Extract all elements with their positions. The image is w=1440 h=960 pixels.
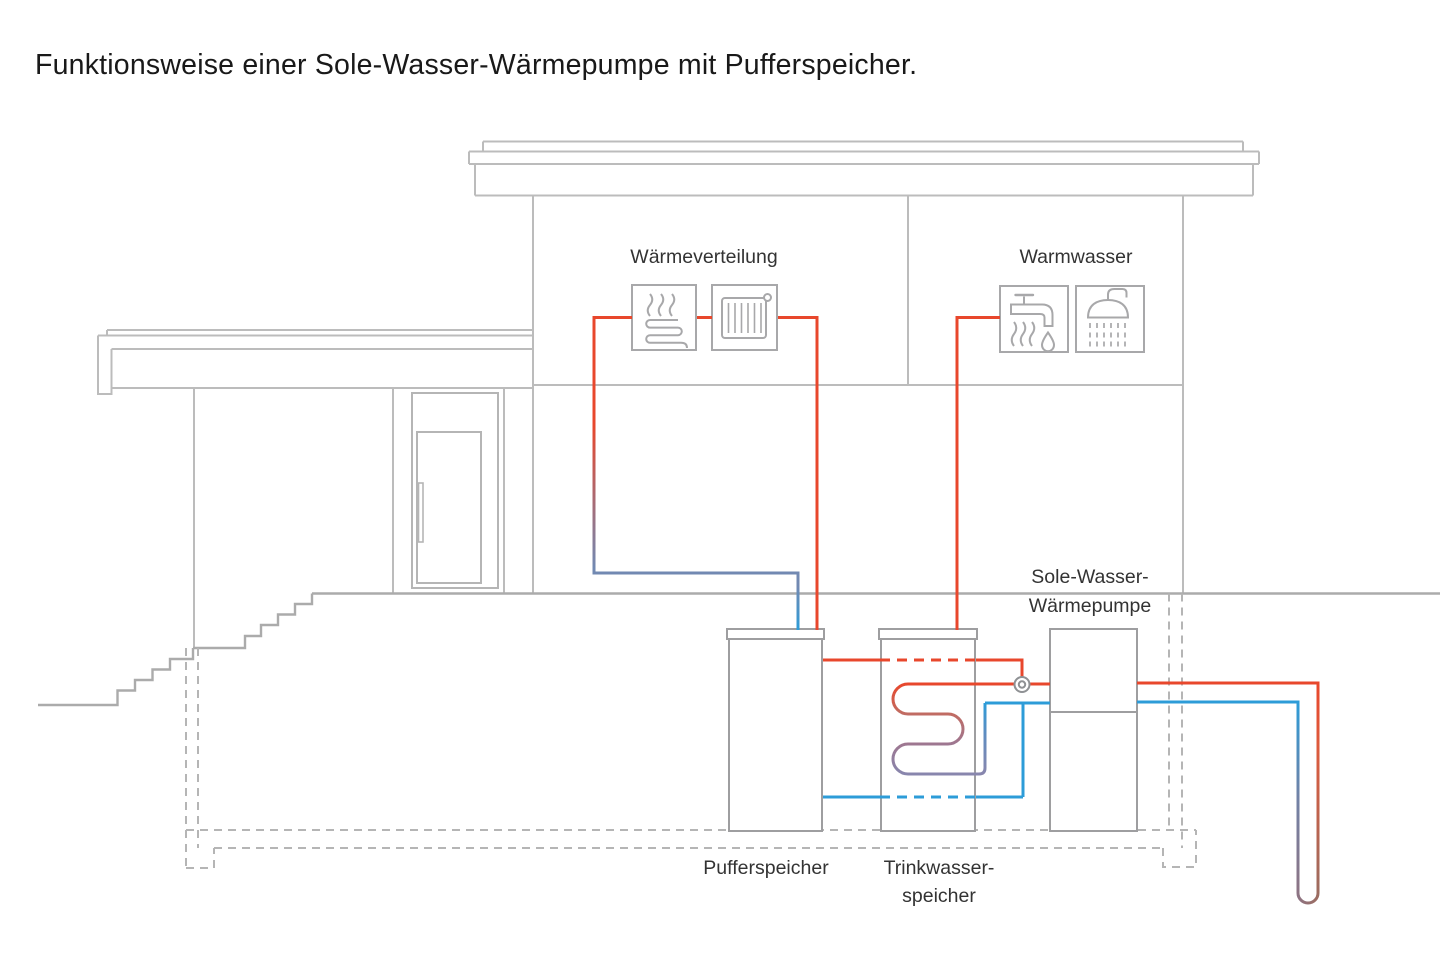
pipe-brine-ubend [1296, 892, 1320, 905]
consumer-icons [631, 284, 1145, 353]
drinking-water-tank [878, 628, 978, 832]
label-dhw-tank-line2: speicher [902, 885, 976, 907]
shower-icon [1075, 285, 1145, 353]
terrain-and-stairs [38, 592, 1440, 707]
label-dhw-tank-line1: Trinkwasser- [883, 857, 995, 879]
mixing-valve-icon [1013, 676, 1031, 693]
underground-boundary [185, 593, 1197, 869]
label-dhw-tank: Trinkwasser-speicher [884, 854, 995, 910]
upper-floor-walls [532, 195, 1184, 593]
pipe-brine-warm [1137, 681, 1320, 893]
pipe-heating-supply [778, 316, 819, 630]
ground-probe-loop [1137, 681, 1320, 905]
label-heat-pump-line2: Wärmepumpe [1028, 595, 1152, 617]
label-heat-pump: Sole-Wasser- Wärmepumpe [1029, 563, 1151, 621]
underfloor-heating-icon [631, 284, 697, 351]
left-wing-walls [193, 388, 505, 648]
water-drop [1040, 330, 1056, 353]
label-hot-water: Warmwasser [1019, 246, 1133, 268]
main-roof [468, 140, 1260, 197]
heat-pump-unit [1049, 628, 1138, 832]
pipes [592, 316, 1320, 905]
equipment [726, 628, 1138, 832]
left-wing-roof [97, 329, 533, 395]
pipe-dhw-coil [891, 682, 1050, 776]
pipe-heating-return [592, 316, 800, 630]
pipe-brine-cold [1137, 700, 1300, 893]
buffer-tank [726, 628, 825, 832]
house-outline [97, 140, 1260, 648]
entrance-door [411, 392, 499, 589]
page-title: Funktionsweise einer Sole-Wasser-Wärmepu… [35, 49, 918, 81]
label-buffer-tank: Pufferspeicher [703, 857, 829, 879]
stairs-lower-flight [38, 648, 195, 707]
label-heat-distribution: Wärmeverteilung [630, 246, 778, 268]
pipe-dhw-coil-riser [978, 703, 987, 776]
pipe-hot-water-riser [955, 316, 1000, 630]
hot-water-tap-icon [999, 285, 1069, 353]
stairs-upper-flight [193, 593, 314, 650]
label-heat-pump-line1: Sole-Wasser- [1031, 566, 1149, 588]
radiator-icon [711, 284, 778, 351]
